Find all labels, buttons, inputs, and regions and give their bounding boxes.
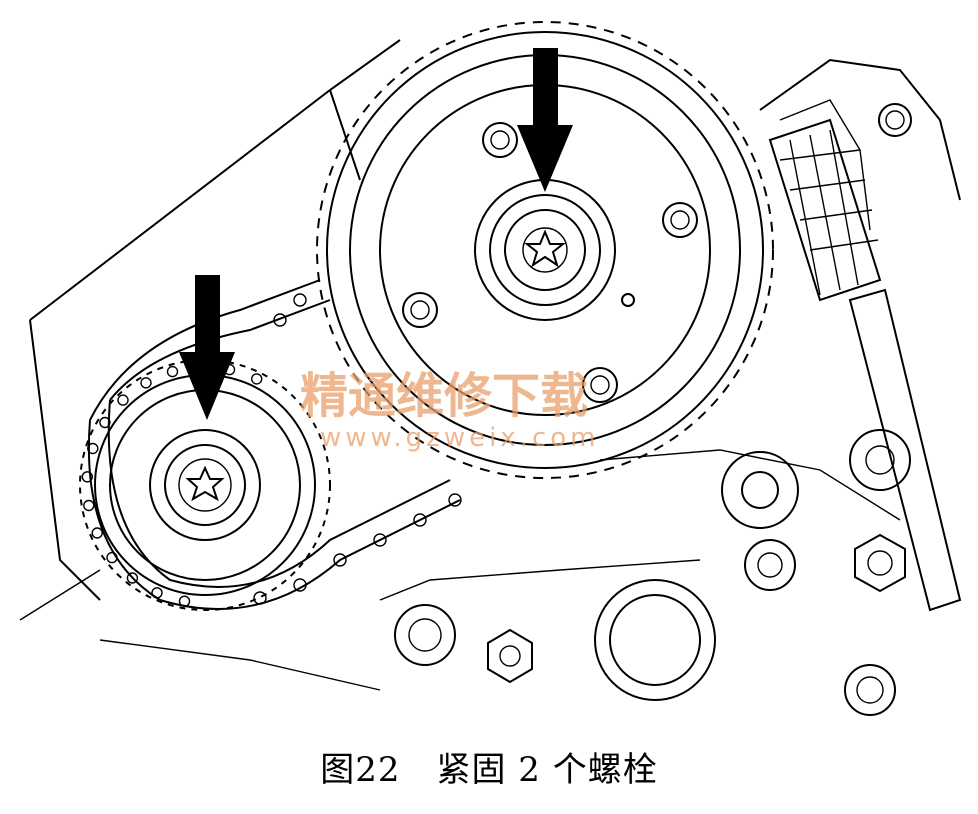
chain-link: [83, 499, 95, 512]
figure-title: 紧固 2 个螺栓: [436, 750, 658, 790]
chain-link: [140, 377, 152, 389]
arrow-down-icon: [179, 275, 235, 420]
chain-link: [91, 527, 103, 539]
chain-link: [413, 513, 427, 527]
torx-bolt-icon: [524, 229, 566, 268]
watermark-cn: 精通维修下载: [300, 368, 588, 424]
engine-timing-diagram: 精通维修下载 www.gzweix.com: [19, 21, 962, 716]
chain-link: [448, 493, 462, 507]
chain-link: [273, 313, 287, 327]
chain-link: [293, 578, 307, 592]
chain-link: [178, 595, 191, 607]
chain-link: [293, 293, 307, 307]
arrow-down-icon: [517, 48, 573, 192]
chain-tensioner: [768, 118, 962, 612]
hex-bolt-icon: [854, 533, 906, 593]
chain-link: [87, 442, 99, 455]
chain-link: [333, 553, 347, 567]
figure-caption: 图22 紧固 2 个螺栓: [0, 742, 978, 791]
hex-bolt-icon: [487, 628, 533, 684]
engine-housing: [19, 39, 961, 691]
torx-bolt-icon: [185, 465, 225, 502]
lower-housing-features: [394, 429, 911, 716]
chain-link: [151, 587, 163, 599]
chain-link: [106, 551, 118, 564]
figure-number: 图22: [320, 750, 401, 790]
chain-link: [166, 365, 179, 378]
chain-link: [81, 471, 94, 483]
chain-link: [99, 416, 111, 429]
chain-link: [373, 533, 387, 547]
chain-link: [251, 373, 263, 385]
chain-link: [126, 572, 139, 584]
watermark-url: www.gzweix.com: [320, 423, 600, 453]
camshaft-sprocket-large: [316, 21, 774, 479]
chain-link: [117, 394, 129, 406]
timing-chain: [87, 279, 461, 610]
chain-link: [253, 591, 267, 605]
